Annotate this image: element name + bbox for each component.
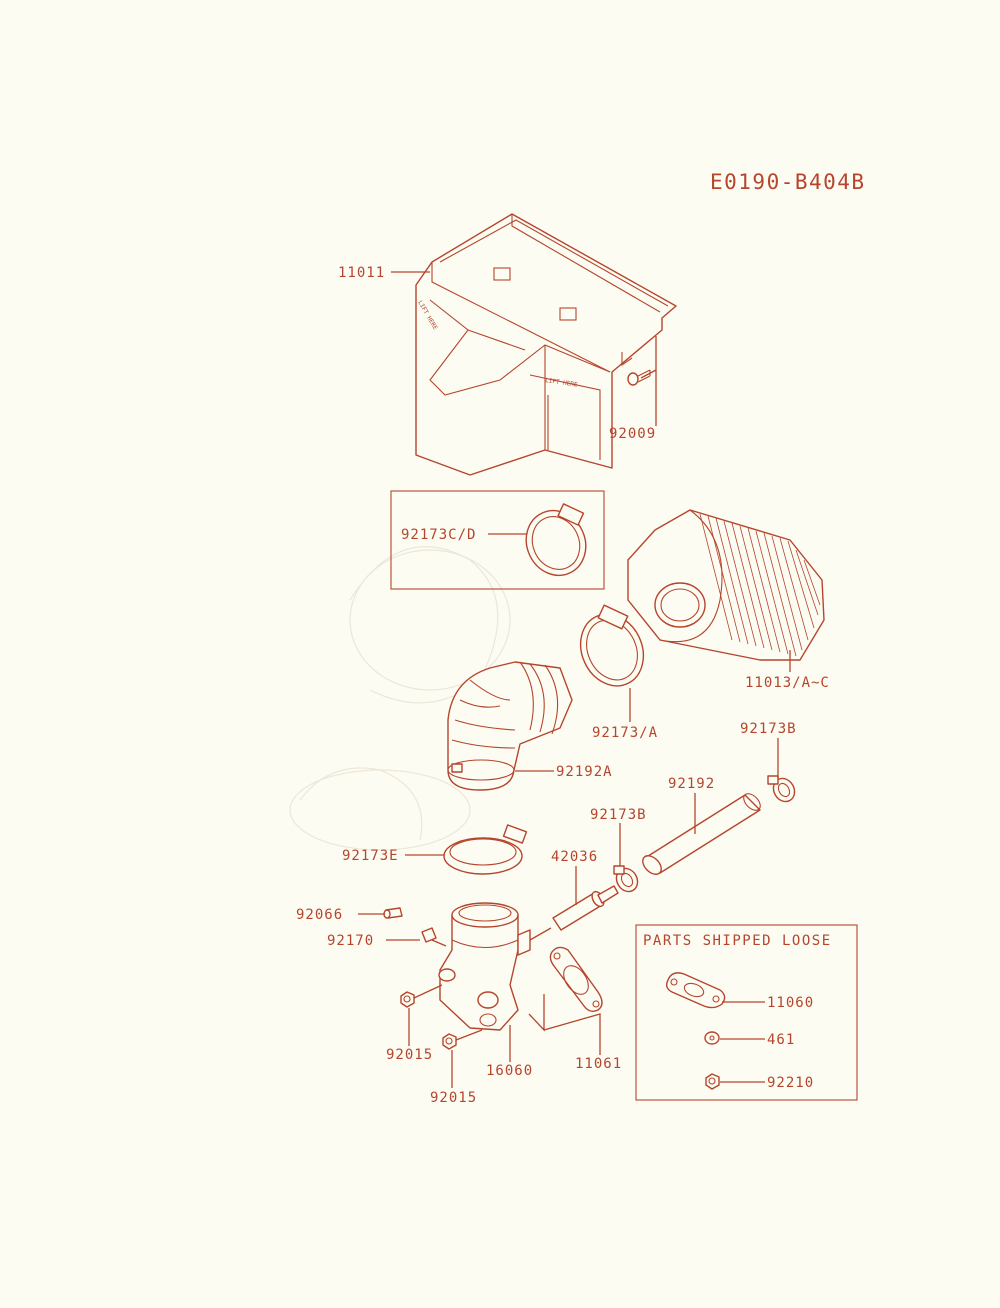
part-labels: 11011 92009 92173C/D 11013/A~C 92173/A 9… [296,265,832,1106]
label-11060: 11060 [767,995,814,1011]
label-92173e: 92173E [342,848,399,864]
label-11011: 11011 [338,265,385,281]
hose-92192-drawing [642,793,761,875]
label-92173b-mid: 92173B [590,807,647,823]
intake-elbow-16060-drawing [438,902,531,1031]
bolt-92009-drawing [627,369,651,386]
label-92015-a: 92015 [386,1047,433,1063]
label-92170: 92170 [327,933,374,949]
parts-shipped-loose-box [635,924,858,1101]
fitting-42036-drawing [552,885,619,931]
nut-92170-drawing [421,927,437,943]
gasket-11061-drawing [549,946,603,1013]
parts-shipped-loose-title: PARTS SHIPPED LOOSE [643,933,832,949]
air-cleaner-cover-drawing: LIFT HERE LIFT HERE [415,213,677,476]
label-92192: 92192 [668,776,715,792]
nut-92015-a-drawing [400,991,415,1008]
pin-92066-drawing [383,907,403,919]
leader-lines [358,271,791,1088]
diagram-code: E0190-B404B [710,170,866,194]
label-92210: 92210 [767,1075,814,1091]
label-92173b-top: 92173B [740,721,797,737]
clamp-92173b-top-drawing [767,775,796,803]
label-92173a: 92173/A [592,725,658,741]
label-16060: 16060 [486,1063,533,1079]
label-92173cd: 92173C/D [401,527,476,543]
watermark [289,546,511,851]
label-92009: 92009 [609,426,656,442]
label-11061: 11061 [575,1056,622,1072]
clamp-92173b-mid-drawing [613,865,639,893]
label-461: 461 [767,1032,795,1048]
clamp-92173a-drawing [579,604,645,687]
label-92066: 92066 [296,907,343,923]
label-92015-b: 92015 [430,1090,477,1106]
label-42036: 42036 [551,849,598,865]
nut-92015-b-drawing [442,1033,457,1050]
elbow-hose-92192a-drawing [447,661,573,791]
clamp-92173cd-box [390,490,605,590]
label-92192a: 92192A [556,764,613,780]
label-11013: 11013/A~C [745,675,830,691]
clamp-92173e-drawing [443,824,528,875]
svg-text:LIFT HERE: LIFT HERE [545,377,579,389]
air-filter-element-drawing [627,509,825,661]
